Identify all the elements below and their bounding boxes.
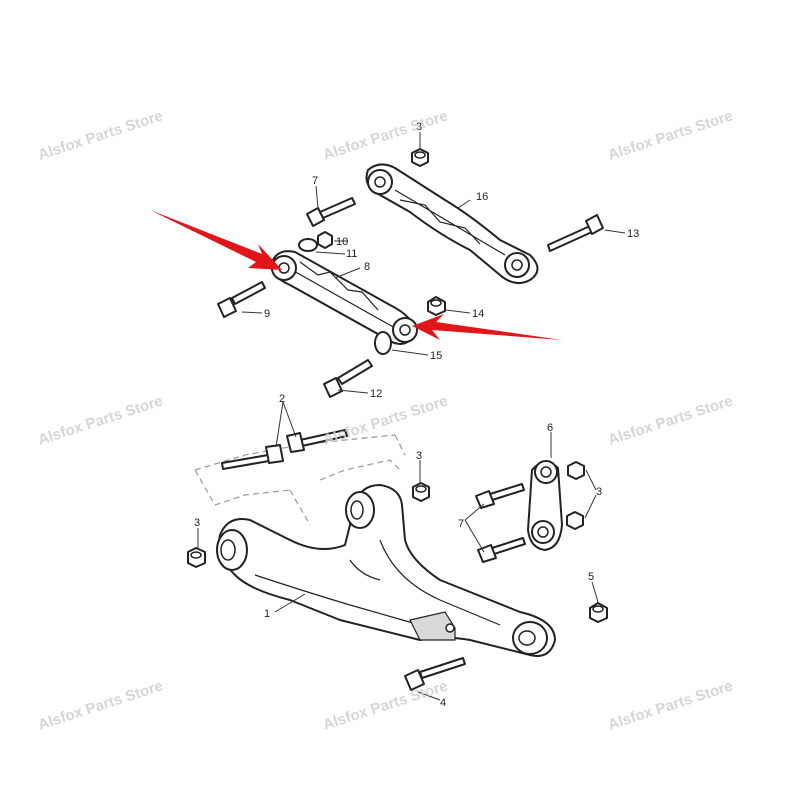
- red-arrow-right: [412, 314, 562, 340]
- control-link-arm-8: [270, 250, 418, 345]
- watermark-text: Alsfox Parts Store: [321, 677, 450, 733]
- callout-13: 13: [627, 228, 639, 240]
- bolt-2-right: [286, 429, 348, 453]
- upper-link-arm-16: [365, 163, 539, 285]
- callout-3: 3: [416, 450, 422, 462]
- nut-5: [589, 602, 608, 623]
- callout-2: 2: [279, 393, 285, 405]
- nut-10: [317, 231, 333, 249]
- nut-14: [427, 296, 446, 316]
- watermark-text: Alsfox Parts Store: [36, 107, 165, 163]
- watermark-text: Alsfox Parts Store: [36, 677, 165, 733]
- callout-6: 6: [547, 422, 553, 434]
- watermark-text: Alsfox Parts Store: [321, 107, 450, 163]
- lower-control-arm-1: [216, 484, 556, 657]
- washer-11: [298, 238, 318, 252]
- callout-12: 12: [370, 388, 382, 400]
- watermark-text: Alsfox Parts Store: [36, 392, 165, 448]
- callout-9: 9: [264, 308, 270, 320]
- callout-1: 1: [264, 608, 270, 620]
- leader-lines: [197, 132, 626, 701]
- callout-16: 16: [476, 191, 488, 203]
- nut-3-mid: [412, 482, 430, 502]
- bolt-7-lower-a: [475, 483, 525, 509]
- watermark-text: Alsfox Parts Store: [606, 107, 735, 163]
- bolt-9: [217, 281, 266, 318]
- bolt-4: [404, 657, 466, 691]
- callout-3: 3: [596, 486, 602, 498]
- nut-3-left: [187, 547, 206, 568]
- callout-11: 11: [346, 248, 357, 260]
- callout-5: 5: [588, 571, 594, 583]
- bolt-7-upper: [306, 197, 356, 227]
- watermark-text: Alsfox Parts Store: [321, 392, 450, 448]
- callout-7: 7: [458, 518, 464, 530]
- nut-3-right-a: [567, 461, 585, 480]
- callout-14: 14: [472, 308, 484, 320]
- callout-labels: 3 16 13 7 10 11 8 9 14 15 12 2 3 6 3 7 3…: [194, 121, 639, 709]
- callout-15: 15: [430, 350, 442, 362]
- nut-3-top: [411, 148, 429, 167]
- callout-8: 8: [364, 261, 370, 273]
- callout-4: 4: [440, 697, 446, 709]
- end-link-6: [527, 460, 563, 551]
- watermarks: Alsfox Parts Store Alsfox Parts Store Al…: [36, 107, 735, 733]
- washer-15: [374, 331, 392, 355]
- callout-3: 3: [416, 121, 422, 133]
- red-arrow-left: [150, 210, 282, 270]
- bolt-12: [323, 359, 373, 398]
- bolt-7-lower-b: [477, 537, 526, 563]
- subframe-outline: [194, 434, 406, 526]
- bolt-2-left: [221, 444, 284, 470]
- bolt-13: [547, 214, 604, 252]
- nut-3-right-b: [566, 511, 584, 530]
- watermark-text: Alsfox Parts Store: [606, 392, 735, 448]
- callout-7: 7: [312, 175, 318, 187]
- callout-10: 10: [336, 236, 348, 248]
- callout-3: 3: [194, 517, 200, 529]
- watermark-text: Alsfox Parts Store: [606, 677, 735, 733]
- highlight-arrows: [150, 210, 562, 340]
